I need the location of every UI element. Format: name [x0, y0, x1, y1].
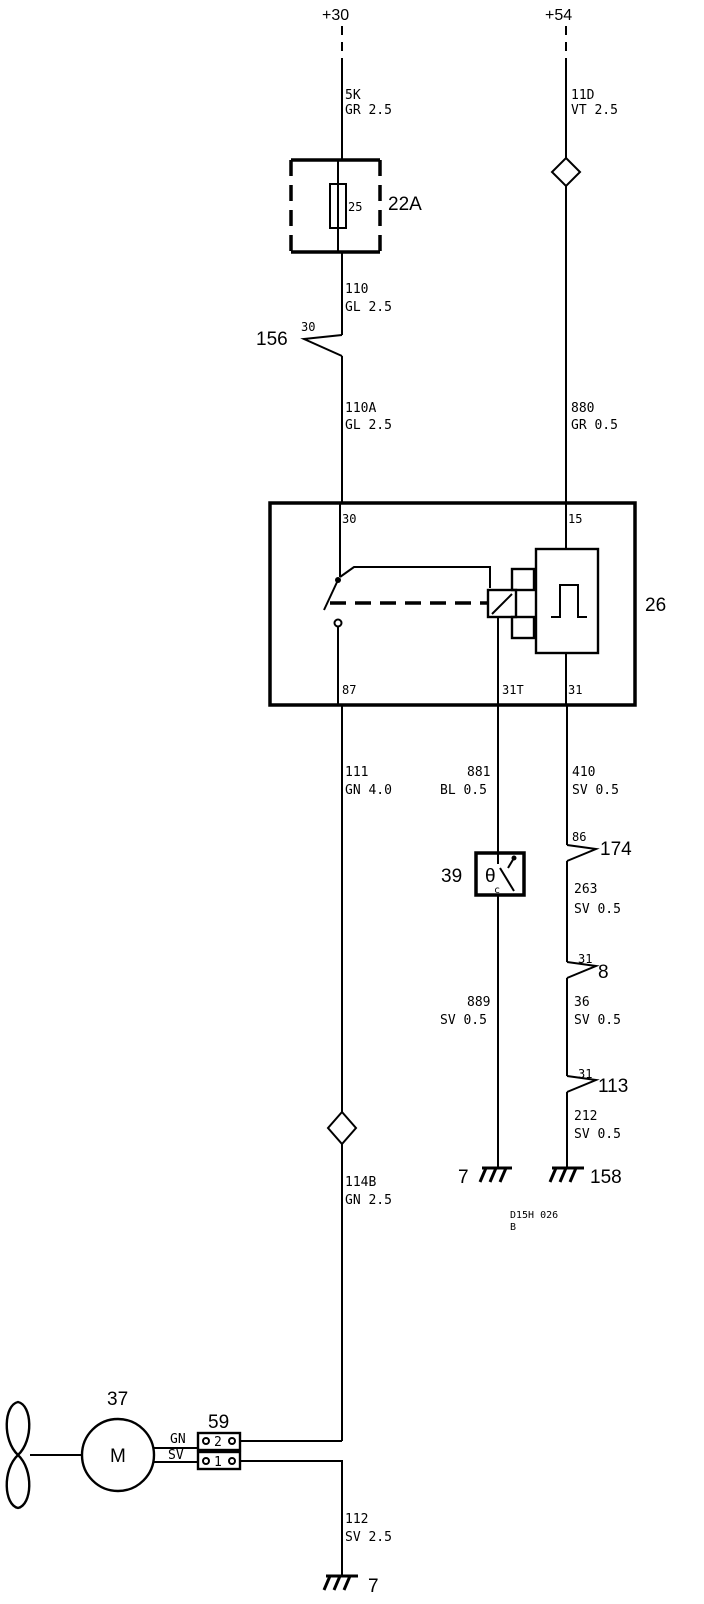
wire-880-spec: GR 0.5 [571, 418, 618, 433]
connector-wire-gn: GN [170, 1432, 186, 1447]
wire-110-id: 110 [345, 282, 368, 297]
thermo-switch-icon [474, 851, 526, 897]
wire-5k-id: 5K [345, 88, 361, 103]
wire-36-spec: SV 0.5 [574, 1013, 621, 1028]
thermo-switch-symbol: θ [485, 866, 496, 887]
splice-174-label: 174 [600, 839, 632, 860]
wire-410-spec: SV 0.5 [572, 783, 619, 798]
fuse-icon [289, 158, 382, 254]
splice-8-pin: 31 [578, 952, 592, 966]
relay-label: 26 [645, 595, 666, 616]
footer-code: D15H 026 [510, 1210, 558, 1221]
relay-pin-31t: 31T [502, 683, 524, 697]
splice-156-label: 156 [256, 329, 288, 350]
motor-symbol: M [110, 1446, 126, 1467]
wire-11d-id: 11D [571, 88, 595, 103]
relay-pin-87: 87 [342, 683, 356, 697]
wire-5k-spec: GR 2.5 [345, 103, 392, 118]
splice-8-symbol [566, 961, 600, 979]
connector-wire-sv: SV [168, 1448, 184, 1463]
wire-36-id: 36 [574, 995, 590, 1010]
wire-110a-spec: GL 2.5 [345, 418, 392, 433]
wire-112-id: 112 [345, 1512, 368, 1527]
splice-174-pin: 86 [572, 830, 586, 844]
splice-113-symbol [566, 1075, 600, 1093]
wire-889-id: 889 [467, 995, 490, 1010]
motor-label: 37 [107, 1389, 128, 1410]
relay-internals [323, 503, 600, 705]
splice-8-label: 8 [598, 962, 609, 983]
wire-881-id: 881 [467, 765, 490, 780]
wire-212-id: 212 [574, 1109, 597, 1124]
relay-pin-31: 31 [568, 683, 582, 697]
fuse-label: 22A [388, 194, 422, 215]
wire-112-spec: SV 2.5 [345, 1530, 392, 1545]
relay-pin-30: 30 [342, 512, 356, 526]
supply-plus30-label: +30 [322, 7, 349, 24]
connector-pin-1: 1 [214, 1455, 222, 1470]
ground-icon [322, 1574, 358, 1591]
wire-11d-spec: VT 2.5 [571, 103, 618, 118]
footer-rev: B [510, 1222, 516, 1233]
wire-114b-id: 114B [345, 1175, 376, 1190]
connector-diamond-upper [550, 156, 582, 188]
ground-7b-label: 7 [368, 1576, 379, 1597]
fuse-rating: 25 [348, 200, 362, 214]
wire-263-id: 263 [574, 882, 597, 897]
splice-113-pin: 31 [578, 1067, 592, 1081]
ground-158-label: 158 [590, 1167, 622, 1188]
wire-410-id: 410 [572, 765, 595, 780]
ground-icon [478, 1166, 512, 1183]
wire-889-spec: SV 0.5 [440, 1013, 487, 1028]
wire-212-spec: SV 0.5 [574, 1127, 621, 1142]
ground-icon [548, 1166, 584, 1183]
connector-label: 59 [208, 1412, 229, 1433]
connector-pin-2: 2 [214, 1435, 222, 1450]
wire-114b-spec: GN 2.5 [345, 1193, 392, 1208]
splice-113-label: 113 [598, 1076, 628, 1097]
wire-111-spec: GN 4.0 [345, 783, 392, 798]
splice-174-symbol [566, 844, 600, 862]
fan-icon [5, 1400, 31, 1510]
wire-110a-id: 110A [345, 401, 376, 416]
splice-156-symbol [300, 334, 343, 357]
relay-icon [268, 501, 637, 707]
relay-pin-15: 15 [568, 512, 582, 526]
thermo-switch-sub: c [494, 885, 500, 896]
splice-156-pin: 30 [301, 320, 315, 334]
wire-263-spec: SV 0.5 [574, 902, 621, 917]
wire-881-spec: BL 0.5 [440, 783, 487, 798]
wire-110-spec: GL 2.5 [345, 300, 392, 315]
wire-880-id: 880 [571, 401, 594, 416]
thermo-switch-label: 39 [441, 866, 462, 887]
connector-diamond-lower [326, 1110, 358, 1146]
supply-plus54-label: +54 [545, 7, 572, 24]
wire-112 [240, 1460, 343, 1576]
ground-7a-label: 7 [458, 1167, 469, 1188]
wire-111-id: 111 [345, 765, 368, 780]
